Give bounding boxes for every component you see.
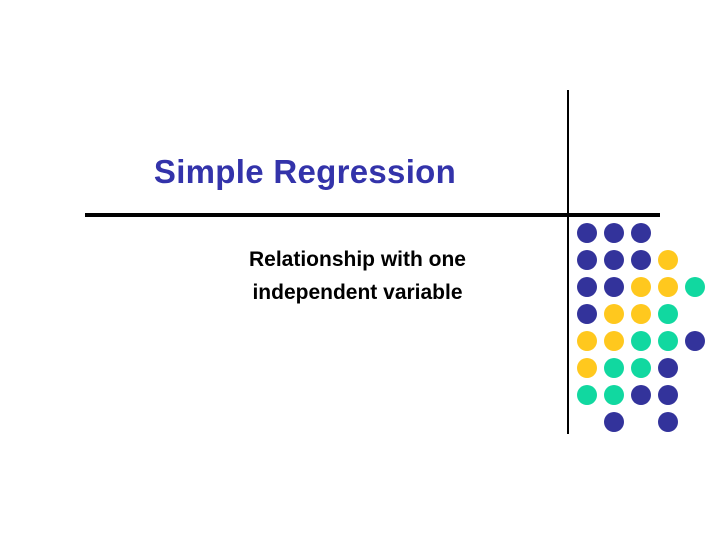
dot-blue-r2c1 (577, 250, 597, 270)
dot-blue-r5c5 (685, 331, 705, 351)
dot-yellow-r4c2 (604, 304, 624, 324)
dot-yellow-r4c3 (631, 304, 651, 324)
slide-title: Simple Regression (153, 153, 457, 190)
dot-teal-r5c3 (631, 331, 651, 351)
dot-blue-r2c2 (604, 250, 624, 270)
dot-yellow-r3c4 (658, 277, 678, 297)
horizontal-divider-line (85, 213, 660, 217)
dot-teal-r7c2 (604, 385, 624, 405)
dot-blue-r1c3 (631, 223, 651, 243)
dot-teal-r4c4 (658, 304, 678, 324)
decorative-dot-grid (577, 223, 707, 432)
dot-blue-r2c3 (631, 250, 651, 270)
dot-blue-r7c4 (658, 385, 678, 405)
dot-blue-r1c1 (577, 223, 597, 243)
subtitle-line-2: independent variable (252, 281, 463, 304)
vertical-divider-line (567, 90, 569, 434)
dot-blue-r7c3 (631, 385, 651, 405)
dot-blue-r4c1 (577, 304, 597, 324)
slide-subtitle: Relationship with one independent variab… (165, 243, 550, 309)
dot-yellow-r2c4 (658, 250, 678, 270)
dot-blue-r3c1 (577, 277, 597, 297)
dot-blue-r8c4 (658, 412, 678, 432)
dot-teal-r6c3 (631, 358, 651, 378)
subtitle-line-1: Relationship with one (248, 248, 466, 271)
dot-yellow-r3c3 (631, 277, 651, 297)
dot-teal-r7c1 (577, 385, 597, 405)
dot-teal-r6c2 (604, 358, 624, 378)
dot-yellow-r6c1 (577, 358, 597, 378)
dot-blue-r6c4 (658, 358, 678, 378)
dot-blue-r3c2 (604, 277, 624, 297)
dot-yellow-r5c1 (577, 331, 597, 351)
dot-yellow-r5c2 (604, 331, 624, 351)
dot-blue-r1c2 (604, 223, 624, 243)
dot-teal-r5c4 (658, 331, 678, 351)
dot-teal-r3c5 (685, 277, 705, 297)
dot-blue-r8c2 (604, 412, 624, 432)
